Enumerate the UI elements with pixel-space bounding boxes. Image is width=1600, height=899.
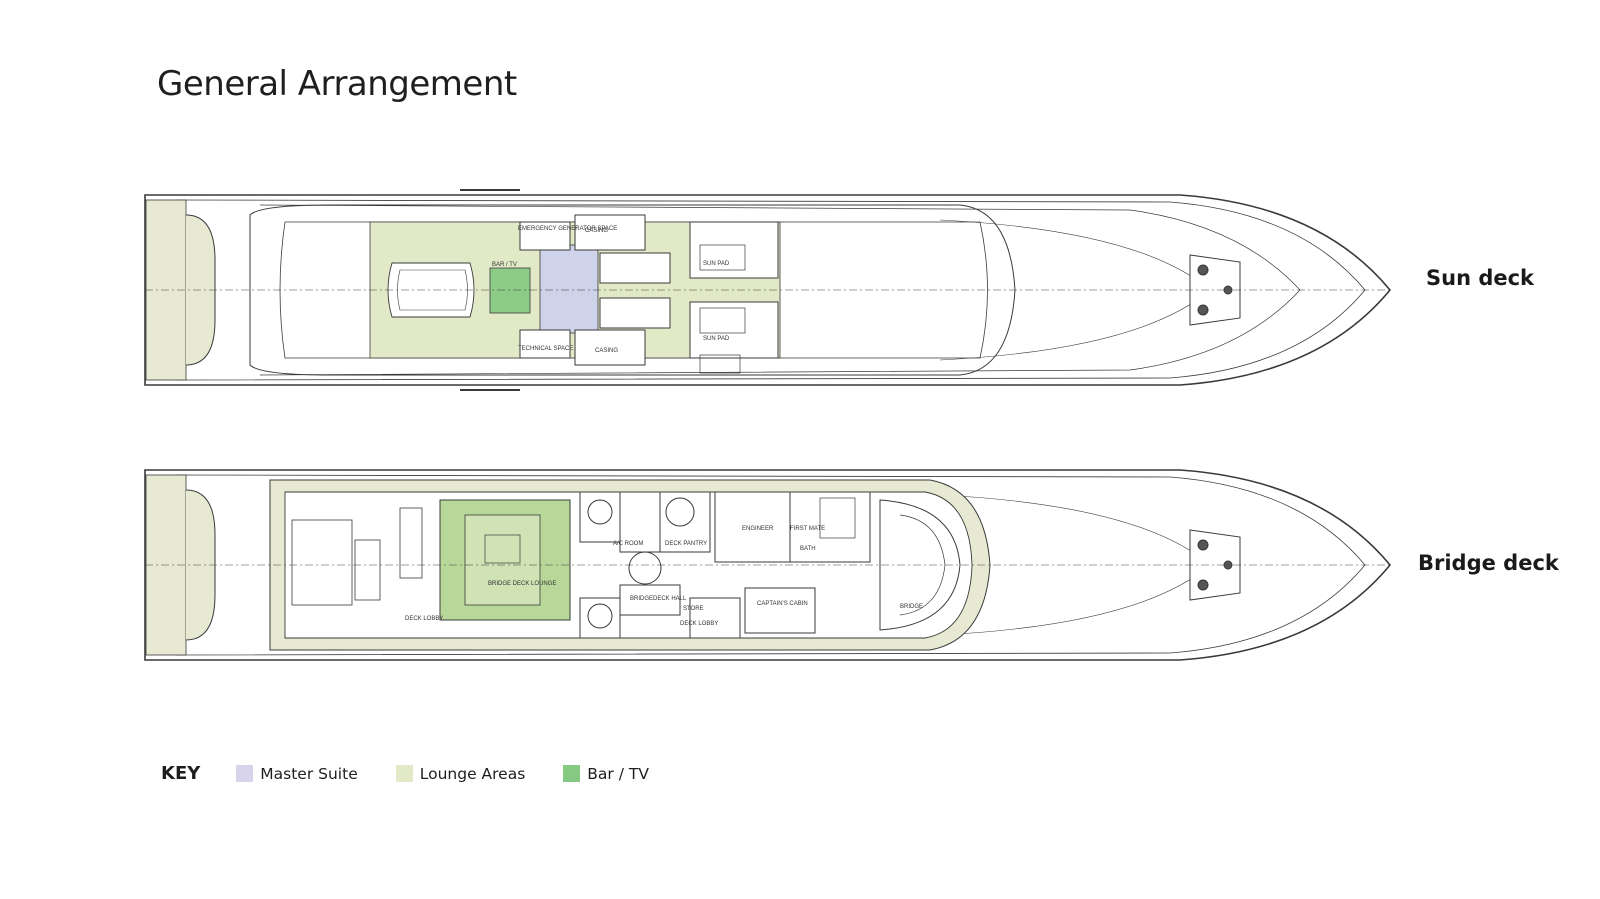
lounge-areas-swatch <box>395 765 413 782</box>
room-label: STORE <box>683 606 704 612</box>
sun-deck-room-labels: EMERGENCY GENERATOR SPACE CASING BAR / T… <box>492 226 730 354</box>
room-label: BATH <box>800 546 816 552</box>
sun-deck-plan <box>144 189 1392 391</box>
room-label: EMERGENCY GENERATOR SPACE <box>518 226 617 232</box>
room-label: CASING <box>585 228 608 234</box>
sun-deck-label: Sun deck <box>1426 266 1535 290</box>
key-item-bar-tv: Bar / TV <box>563 765 649 783</box>
room-label: BRIDGEDECK HALL <box>630 596 687 602</box>
room-label: SUN PAD <box>703 336 730 342</box>
key-title: KEY <box>161 763 201 784</box>
room-label: ENGINEER <box>742 526 774 532</box>
room-label: DECK PANTRY <box>665 541 707 547</box>
sun-deck-bar-tv <box>489 267 531 314</box>
color-key: KEY Master Suite Lounge Areas Bar / TV <box>161 763 687 784</box>
room-label: TECHNICAL SPACE <box>518 346 573 352</box>
room-label: SUN PAD <box>703 261 730 267</box>
room-label: CASING <box>595 348 618 354</box>
room-label: A/C ROOM <box>613 541 643 547</box>
key-item-label: Bar / TV <box>587 764 649 783</box>
key-item-label: Master Suite <box>260 764 358 783</box>
key-item-label: Lounge Areas <box>419 764 526 783</box>
room-label: DECK LOBBY <box>405 616 443 622</box>
master-suite-swatch <box>236 765 254 782</box>
bar-tv-swatch <box>563 765 581 782</box>
bridge-deck-plan <box>144 469 1392 661</box>
key-item-lounge-areas: Lounge Areas <box>395 764 526 783</box>
room-label: BAR / TV <box>492 262 517 268</box>
room-label: DECK LOBBY <box>680 621 718 627</box>
sun-deck-master-suite <box>539 244 599 334</box>
room-label: BRIDGE DECK LOUNGE <box>488 581 556 587</box>
bridge-deck-room-labels: BRIDGE DECK LOUNGE A/C ROOM DECK PANTRY … <box>405 526 923 627</box>
page-title: General Arrangement <box>157 64 517 104</box>
bridge-deck-label: Bridge deck <box>1418 551 1559 575</box>
room-label: FIRST MATE <box>790 526 825 532</box>
room-label: CAPTAIN'S CABIN <box>757 601 808 607</box>
key-item-master-suite: Master Suite <box>236 764 358 783</box>
room-label: BRIDGE <box>900 604 923 610</box>
